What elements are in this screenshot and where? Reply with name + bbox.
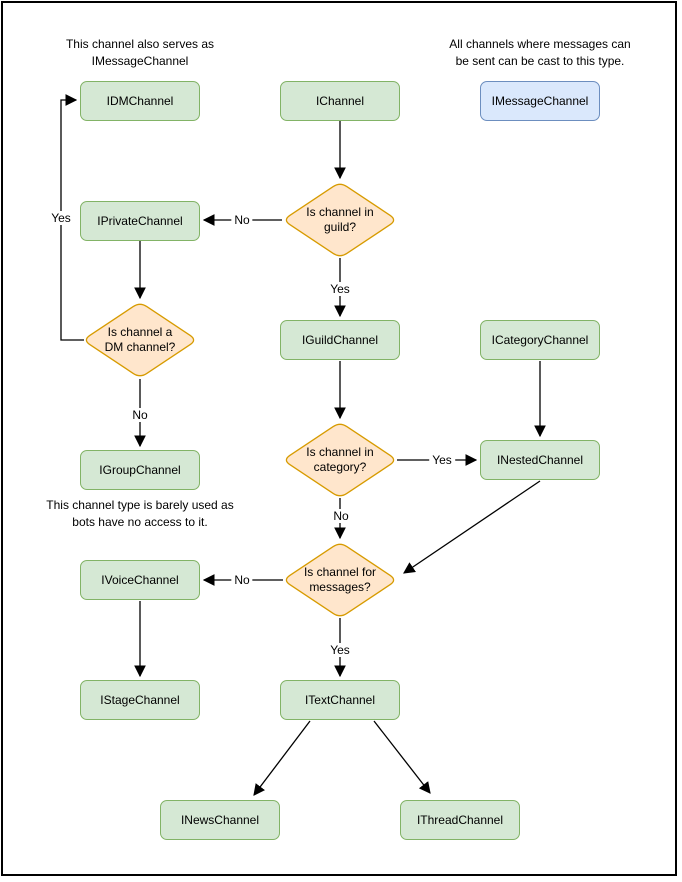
node-ivoicechannel: IVoiceChannel bbox=[80, 560, 200, 600]
node-label: IGuildChannel bbox=[301, 333, 379, 347]
node-idmchannel: IDMChannel bbox=[80, 81, 200, 121]
node-label: INewsChannel bbox=[180, 813, 260, 827]
node-imessagechannel: IMessageChannel bbox=[480, 81, 600, 121]
note-imessagechannel: All channels where messages can be sent … bbox=[449, 37, 631, 68]
note-igroupchannel: This channel type is barely used as bots… bbox=[46, 498, 234, 529]
node-label: ICategoryChannel bbox=[491, 333, 589, 347]
node-icategorychannel: ICategoryChannel bbox=[480, 320, 600, 360]
edge-label-messages-yes: Yes bbox=[327, 643, 353, 657]
node-iguildchannel: IGuildChannel bbox=[280, 320, 400, 360]
edge-label-messages-no: No bbox=[231, 573, 253, 587]
arrow-itextchannel-to-inewschannel bbox=[253, 720, 311, 796]
node-label: IGroupChannel bbox=[99, 463, 181, 477]
edge-label-dm-no: No bbox=[129, 408, 151, 422]
decision-in-guild: Is channel in guild? bbox=[306, 205, 374, 234]
node-itextchannel: ITextChannel bbox=[280, 680, 400, 720]
decision-is-dm: Is channel a DM channel? bbox=[104, 325, 176, 354]
node-label: IStageChannel bbox=[100, 693, 180, 707]
edge-label-category-yes: Yes bbox=[429, 453, 455, 467]
edge-label-dm-yes: Yes bbox=[48, 211, 74, 225]
note-idmchannel: This channel also serves as IMessageChan… bbox=[65, 37, 215, 68]
arrow-itextchannel-to-ithreadchannel bbox=[373, 720, 431, 794]
node-igroupchannel: IGroupChannel bbox=[80, 450, 200, 490]
node-label: ITextChannel bbox=[304, 693, 376, 707]
node-label: IThreadChannel bbox=[416, 813, 504, 827]
decision-in-category: Is channel in category? bbox=[306, 445, 374, 474]
node-iprivatechannel: IPrivateChannel bbox=[80, 201, 200, 241]
node-label: IDMChannel bbox=[106, 94, 174, 108]
node-inestedchannel: INestedChannel bbox=[480, 440, 600, 480]
node-label: INestedChannel bbox=[496, 453, 584, 467]
edge-label-category-no: No bbox=[330, 509, 352, 523]
node-label: IMessageChannel bbox=[491, 94, 589, 108]
edge-label-guild-no: No bbox=[231, 213, 253, 227]
node-istagechannel: IStageChannel bbox=[80, 680, 200, 720]
node-label: IChannel bbox=[315, 94, 365, 108]
arrow-inestedchannel-to-messages-decision bbox=[403, 480, 541, 574]
node-ithreadchannel: IThreadChannel bbox=[400, 800, 520, 840]
node-ichannel: IChannel bbox=[280, 81, 400, 121]
node-label: IVoiceChannel bbox=[101, 573, 179, 587]
edge-label-guild-yes: Yes bbox=[327, 282, 353, 296]
decision-for-messages: Is channel for messages? bbox=[303, 565, 377, 594]
node-inewschannel: INewsChannel bbox=[160, 800, 280, 840]
node-label: IPrivateChannel bbox=[97, 214, 183, 228]
